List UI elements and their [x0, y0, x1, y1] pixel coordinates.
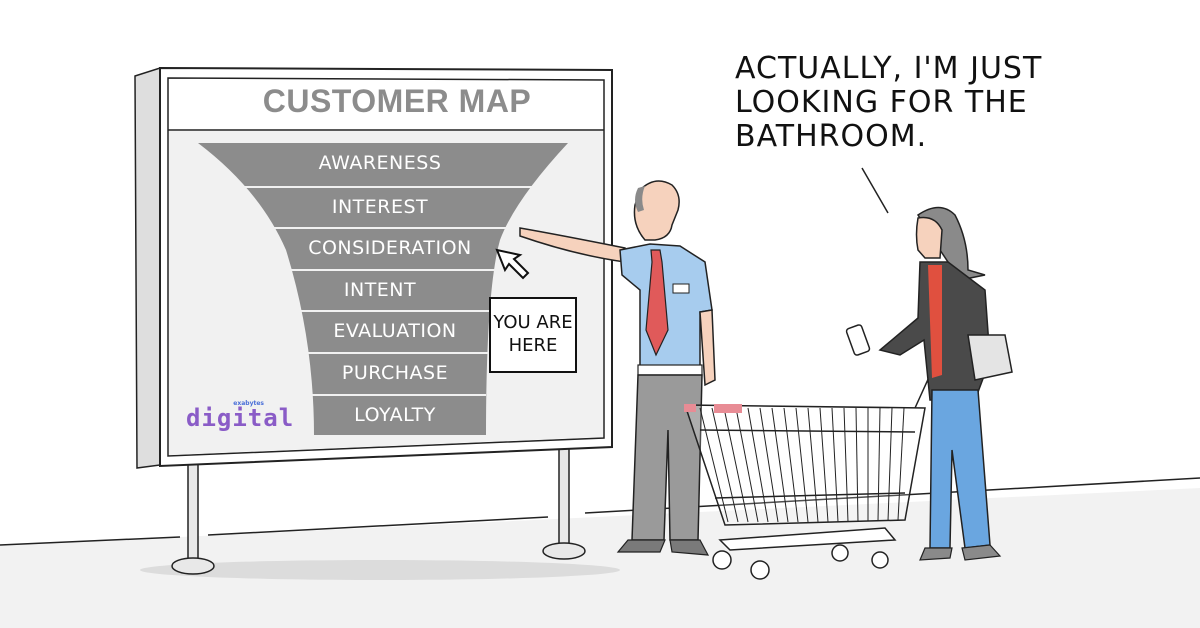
logo-subtext: exabytes	[233, 400, 264, 407]
arrow-cursor	[495, 248, 530, 280]
speech-tail	[861, 167, 889, 214]
salesman	[519, 180, 716, 556]
funnel-stage-purchase: PURCHASE	[341, 362, 449, 384]
phone	[845, 324, 871, 356]
funnel-shape	[198, 143, 568, 435]
board-legs	[171, 444, 586, 575]
cart-handle-grip	[714, 404, 742, 413]
funnel-stage-intent: INTENT	[343, 279, 417, 301]
speech-caption: ACTUALLY, I'M JUST LOOKING FOR THE BATHR…	[735, 52, 1095, 154]
floor	[0, 488, 1200, 628]
funnel-stage-awareness: AWARENESS	[318, 152, 442, 174]
caption-line: LOOKING FOR THE	[735, 85, 1028, 120]
brand-logo: exabytes digital	[186, 400, 295, 432]
you-are-here-line2: HERE	[508, 335, 558, 356]
shopping-cart	[683, 374, 940, 580]
woman	[845, 206, 1013, 561]
caption-line: ACTUALLY, I'M JUST	[735, 51, 1043, 86]
funnel-stage-interest: INTEREST	[331, 196, 429, 218]
funnel-stage-loyalty: LOYALTY	[354, 404, 436, 426]
funnel-stage-evaluation: EVALUATION	[333, 320, 457, 342]
caption-line: BATHROOM.	[735, 119, 928, 154]
you-are-here-line1: YOU ARE	[493, 312, 573, 333]
funnel-stage-consideration: CONSIDERATION	[308, 237, 472, 259]
board-title: CUSTOMER MAP	[262, 83, 532, 119]
you-are-here-sign: YOU ARE HERE	[489, 297, 577, 373]
logo-text: digital	[186, 404, 295, 432]
